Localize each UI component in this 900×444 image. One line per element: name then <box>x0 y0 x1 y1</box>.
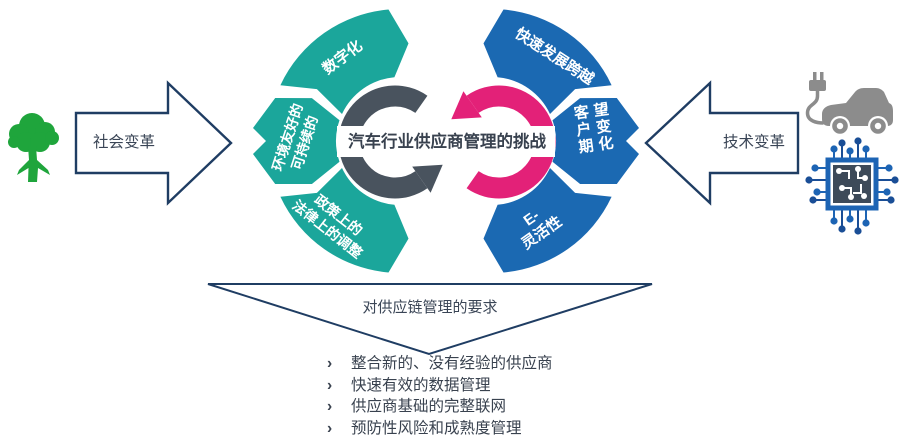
requirements-list: › 整合新的、没有经验的供应商 › 快速有效的数据管理 › 供应商基础的完整联网… <box>327 353 657 439</box>
funnel-shape <box>207 283 653 356</box>
list-item: › 供应商基础的完整联网 <box>327 396 657 418</box>
segment-rapid-development <box>483 9 612 114</box>
funnel-label: 对供应链管理的要求 <box>362 299 498 316</box>
electric-car-icon <box>805 72 893 136</box>
segment-digitalization <box>280 9 409 114</box>
center-title-band <box>337 126 555 157</box>
chevron-bullet-icon: › <box>327 398 333 415</box>
social-change-label: 社会变革 <box>92 134 155 151</box>
chevron-bullet-icon: › <box>327 376 333 394</box>
chevron-bullet-icon: › <box>327 355 333 372</box>
center-title: 汽车行业供应商管理的挑战 <box>348 133 546 151</box>
circuit-chip-icon <box>805 137 899 235</box>
chevron-bullet-icon: › <box>327 419 333 437</box>
list-item: › 预防性风险和成熟度管理 <box>327 418 657 440</box>
segment-customer-expectation <box>552 98 639 184</box>
list-item: › 快速有效的数据管理 <box>327 375 657 397</box>
social-change-arrow <box>74 80 233 206</box>
tech-change-label: 技术变革 <box>722 134 785 151</box>
tech-change-arrow <box>644 80 800 206</box>
list-item: › 整合新的、没有经验的供应商 <box>327 353 657 375</box>
tree-icon <box>8 113 59 182</box>
segment-e-flexibility <box>483 168 612 273</box>
segment-environment-sustainable <box>253 98 340 184</box>
segment-policy-legal <box>280 168 409 273</box>
